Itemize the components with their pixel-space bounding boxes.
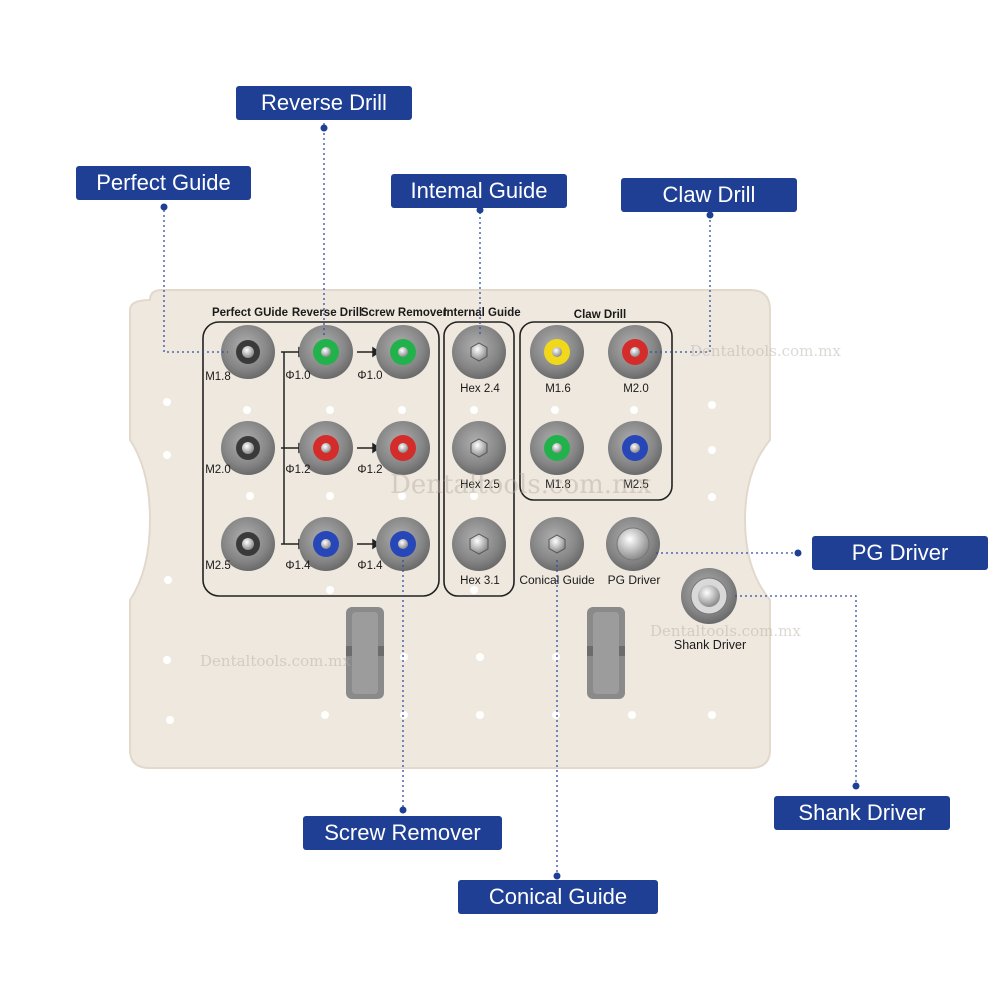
watermark-3: Dentaltools.com.mx [650,622,801,640]
socket-claw-drill-m18 [530,421,584,475]
label-sr-10: Φ1.0 [357,370,382,382]
label-pg-driver: PG Driver [608,573,661,587]
leader-dots [160,124,860,880]
label-pg-m18: M1.8 [205,371,231,383]
watermark-1: Dentaltools.com.mx [690,342,841,360]
socket-screw-remover-12 [376,421,430,475]
label-hex-31: Hex 3.1 [460,575,500,587]
group-outline-internal [443,321,515,597]
watermark-4: Dentaltools.com.mx [200,652,351,670]
callout-shank-driver: Shank Driver [774,796,950,830]
socket-perfect-guide-m20 [221,421,275,475]
socket-hex-31 [452,517,506,571]
label-cd-m18: M1.8 [545,479,571,491]
header-reverse-drill: Reverse Drill [292,307,362,319]
socket-perfect-guide-m25 [221,517,275,571]
label-hex-24: Hex 2.4 [460,383,500,395]
tray-stand-left [346,607,384,699]
label-rd-12: Φ1.2 [285,464,310,476]
socket-reverse-drill-10 [299,325,353,379]
socket-reverse-drill-12 [299,421,353,475]
label-rd-10: Φ1.0 [285,370,310,382]
label-shank-driver: Shank Driver [674,638,746,652]
callout-screw-remover: Screw Remover [303,816,502,850]
label-pg-m20: M2.0 [205,464,231,476]
socket-claw-drill-m20 [608,325,662,379]
label-pg-m25: M2.5 [205,560,231,572]
label-rd-14: Φ1.4 [285,560,311,572]
label-hex-25: Hex 2.5 [460,479,500,491]
group-outline-claw [519,321,673,501]
callout-pg-driver: PG Driver [812,536,988,570]
group-outline-guides [202,321,440,597]
callout-internal-guide: Intemal Guide [391,174,567,208]
socket-pg-driver [606,517,660,571]
socket-conical-guide [530,517,584,571]
socket-claw-drill-m16 [530,325,584,379]
tray-holes [163,398,716,724]
leader-lines [163,118,857,874]
label-sr-14: Φ1.4 [357,560,383,572]
socket-shank-driver [681,568,737,624]
socket-hex-25 [452,421,506,475]
socket-perfect-guide-m18 [221,325,275,379]
label-cd-m16: M1.6 [545,383,571,395]
label-cd-m20: M2.0 [623,383,649,395]
callout-conical-guide: Conical Guide [458,880,658,914]
header-screw-remover: Screw Remover [361,307,448,319]
tray-stand-right [587,607,625,699]
socket-reverse-drill-14 [299,517,353,571]
socket-claw-drill-m25 [608,421,662,475]
socket-screw-remover-10 [376,325,430,379]
callout-perfect-guide: Perfect Guide [76,166,251,200]
label-sr-12: Φ1.2 [357,464,382,476]
callout-reverse-drill: Reverse Drill [236,86,412,120]
header-perfect-guide: Perfect GUide [212,307,288,319]
header-internal-guide: Internal Guide [443,307,520,319]
header-claw-drill: Claw Drill [574,309,626,321]
callout-claw-drill: Claw Drill [621,178,797,212]
label-cd-m25: M2.5 [623,479,649,491]
socket-screw-remover-14 [376,517,430,571]
socket-hex-24 [452,325,506,379]
watermark-2: Dentaltools.com.mx [390,470,652,500]
